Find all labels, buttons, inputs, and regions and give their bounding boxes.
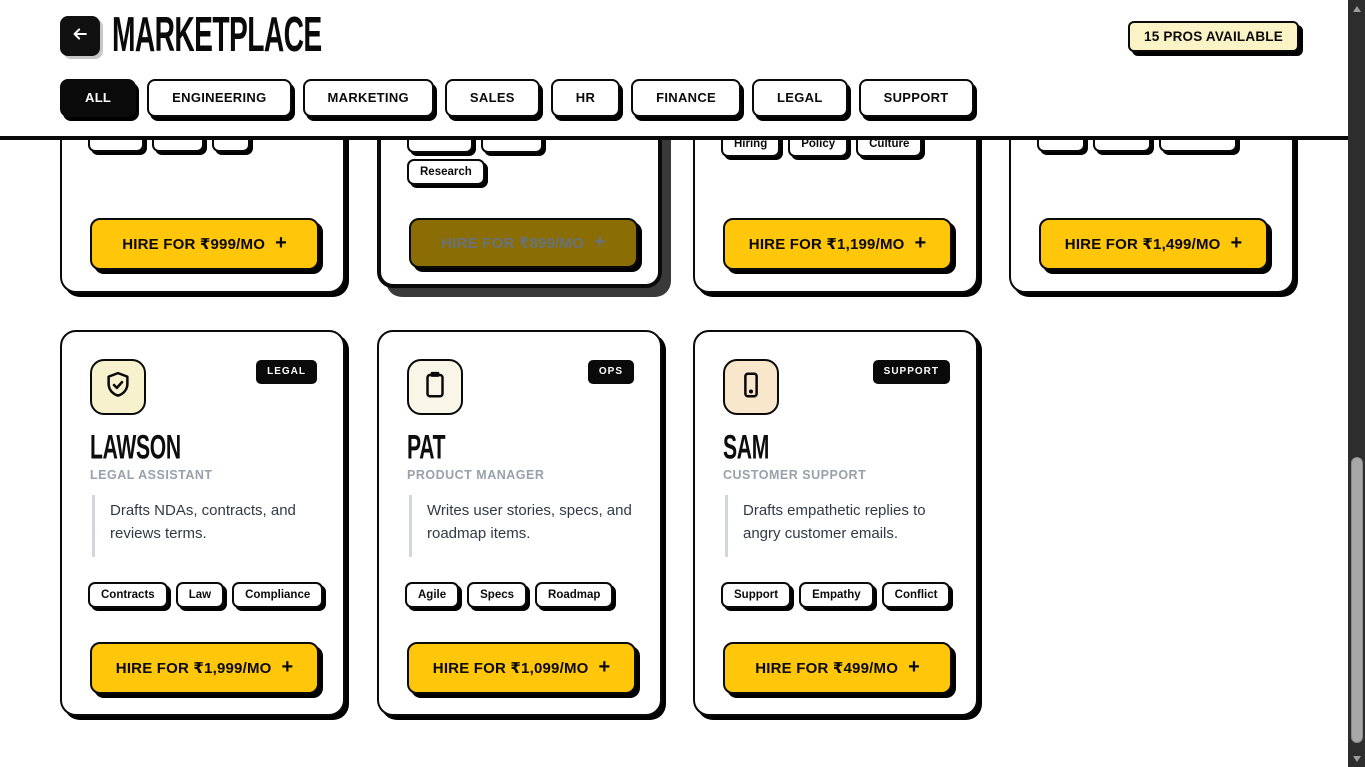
hire-button[interactable]: HIRE FOR ₹1,999/MO +	[90, 642, 319, 694]
pro-role: PRODUCT MANAGER	[407, 468, 545, 482]
scroll-down-arrow-icon[interactable]	[1348, 750, 1365, 767]
tag-pill: Law	[175, 582, 225, 608]
pro-description: Drafts NDAs, contracts, and reviews term…	[92, 495, 296, 557]
hire-button[interactable]: HIRE FOR ₹1,499/MO +	[1039, 218, 1268, 270]
tag-pill: Support	[721, 582, 792, 608]
hire-button-label: HIRE FOR ₹999/MO	[122, 236, 266, 253]
scroll-up-arrow-icon[interactable]	[1348, 0, 1365, 17]
back-button[interactable]	[60, 16, 100, 56]
tag-pill: Research	[407, 159, 485, 185]
tag-pill: Roadmap	[535, 582, 614, 608]
pro-role: LEGAL ASSISTANT	[90, 468, 213, 482]
smartphone-icon	[736, 370, 766, 405]
tag-pill: Conflict	[881, 582, 951, 608]
tab-engineering[interactable]: ENGINEERING	[147, 79, 292, 117]
hire-button-label: HIRE FOR ₹899/MO	[441, 235, 585, 252]
hire-button-label: HIRE FOR ₹1,999/MO	[115, 660, 272, 677]
plus-icon: +	[598, 655, 611, 678]
tag-row: Agile Specs Roadmap	[405, 582, 614, 608]
avatar-tile	[407, 359, 463, 415]
hire-button[interactable]: HIRE FOR ₹999/MO +	[90, 218, 319, 270]
plus-icon: +	[914, 231, 927, 254]
pros-available-badge: 15 PROS AVAILABLE	[1128, 21, 1299, 52]
arrow-left-icon	[70, 24, 90, 49]
avatar-tile	[723, 359, 779, 415]
vertical-scrollbar[interactable]	[1348, 0, 1365, 767]
hire-button[interactable]: HIRE FOR ₹499/MO +	[723, 642, 952, 694]
avatar-tile	[90, 359, 146, 415]
tab-finance[interactable]: FINANCE	[631, 79, 742, 117]
page-title: MARKETPLACE	[112, 5, 322, 62]
hire-button-label: HIRE FOR ₹1,199/MO	[748, 236, 905, 253]
category-tabs: ALL ENGINEERING MARKETING SALES HR FINAN…	[60, 79, 974, 117]
tab-sales[interactable]: SALES	[444, 79, 540, 117]
tag-pill: Compliance	[232, 582, 324, 608]
tab-hr[interactable]: HR	[550, 79, 621, 117]
tag-pill: Specs	[467, 582, 528, 608]
plus-icon: +	[1230, 231, 1243, 254]
tab-marketing[interactable]: MARKETING	[302, 79, 434, 117]
tag-row: Research	[407, 159, 485, 185]
page-header: MARKETPLACE 15 PROS AVAILABLE ALL ENGINE…	[0, 0, 1348, 140]
category-badge: OPS	[587, 360, 634, 384]
plus-icon: +	[275, 231, 287, 254]
tag-row: Support Empathy Conflict	[721, 582, 951, 608]
hire-button-label: HIRE FOR ₹499/MO	[755, 660, 899, 677]
tag-pill: Contracts	[88, 582, 168, 608]
hire-button-label: HIRE FOR ₹1,099/MO	[432, 660, 589, 677]
pro-name: PAT	[407, 427, 446, 466]
tag-row: Contracts Law Compliance	[88, 582, 324, 608]
pro-card-sam: SUPPORT SAM CUSTOMER SUPPORT Drafts empa…	[693, 330, 978, 716]
hire-button[interactable]: HIRE FOR ₹1,099/MO +	[407, 642, 636, 694]
tag-pill: Empathy	[799, 582, 874, 608]
plus-icon: +	[908, 655, 920, 678]
plus-icon: +	[281, 655, 294, 678]
hire-button[interactable]: HIRE FOR ₹1,199/MO +	[723, 218, 952, 270]
pro-card-pat: OPS PAT PRODUCT MANAGER Writes user stor…	[377, 330, 662, 716]
plus-icon: +	[594, 230, 606, 253]
tab-legal[interactable]: LEGAL	[752, 79, 848, 117]
pro-card-lawson: LEGAL LAWSON LEGAL ASSISTANT Drafts NDAs…	[60, 330, 345, 716]
pro-name: SAM	[723, 427, 769, 466]
pro-description: Writes user stories, specs, and roadmap …	[409, 495, 632, 557]
pro-role: CUSTOMER SUPPORT	[723, 468, 867, 482]
tab-all[interactable]: ALL	[60, 79, 137, 117]
tag-pill: Agile	[405, 582, 460, 608]
category-badge: SUPPORT	[872, 360, 950, 384]
clipboard-icon	[420, 370, 450, 405]
hire-button-label: HIRE FOR ₹1,499/MO	[1064, 236, 1221, 253]
pro-description: Drafts empathetic replies to angry custo…	[725, 495, 926, 557]
pro-name: LAWSON	[90, 427, 181, 466]
tab-support[interactable]: SUPPORT	[858, 79, 974, 117]
hire-button-disabled[interactable]: HIRE FOR ₹899/MO +	[409, 218, 638, 268]
scrollbar-thumb[interactable]	[1350, 457, 1363, 743]
category-badge: LEGAL	[256, 360, 317, 384]
shield-check-icon	[103, 370, 133, 405]
